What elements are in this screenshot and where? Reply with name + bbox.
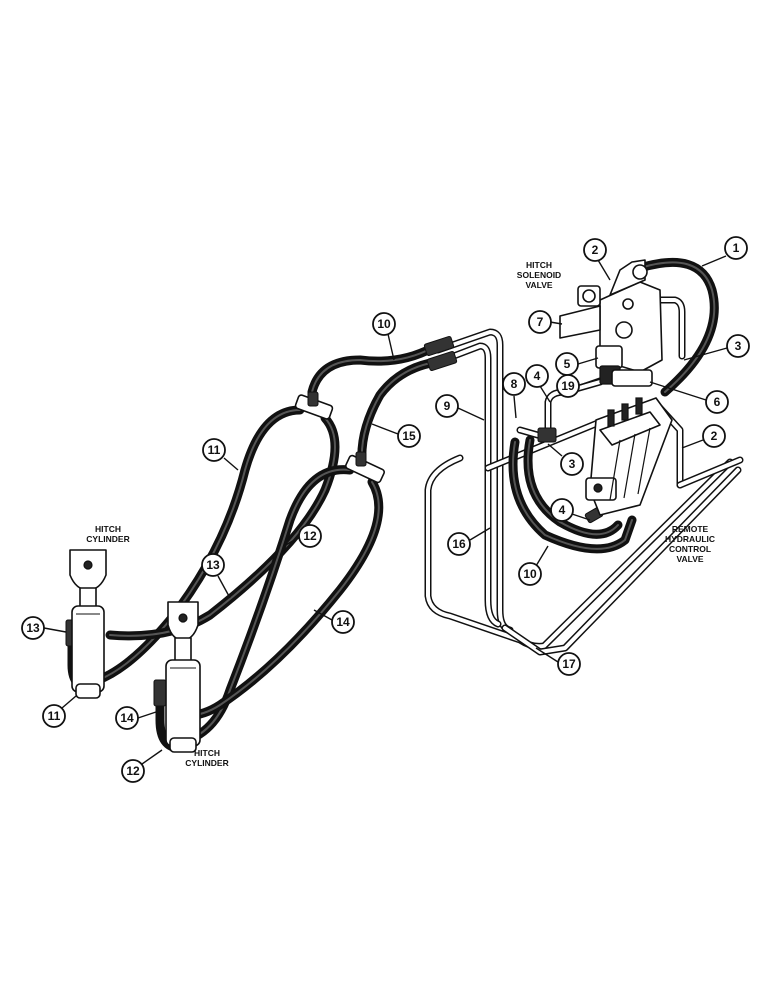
callout-11-lower: 11 bbox=[42, 695, 77, 728]
callout-number: 9 bbox=[444, 399, 451, 413]
callout-number: 10 bbox=[377, 317, 391, 331]
callout-4-upper: 4 bbox=[525, 364, 551, 403]
callout-13-upper: 13 bbox=[201, 553, 231, 599]
callout-1: 1 bbox=[701, 236, 748, 267]
callout-2: 2 bbox=[583, 238, 611, 281]
callout-7: 7 bbox=[528, 310, 563, 334]
label-line: SOLENOID bbox=[517, 270, 561, 280]
callout-5: 5 bbox=[555, 352, 599, 376]
callout-number: 3 bbox=[569, 457, 576, 471]
callout-number: 1 bbox=[733, 241, 740, 255]
label-hitch-solenoid-valve: HITCH SOLENOID VALVE bbox=[517, 260, 561, 290]
callout-11-upper: 11 bbox=[202, 438, 239, 471]
callout-3-lower: 3 bbox=[547, 443, 584, 476]
callout-number: 2 bbox=[592, 243, 599, 257]
callout-14-right: 14 bbox=[313, 609, 355, 634]
label-line: HITCH bbox=[526, 260, 552, 270]
callout-number: 19 bbox=[561, 379, 575, 393]
callout-number: 6 bbox=[714, 395, 721, 409]
callout-number: 12 bbox=[303, 529, 317, 543]
callout-number: 7 bbox=[537, 315, 544, 329]
callout-number: 2 bbox=[711, 429, 718, 443]
callout-8: 8 bbox=[502, 372, 526, 419]
callout-number: 11 bbox=[208, 443, 221, 457]
label-hitch-cylinder-left: HITCH CYLINDER bbox=[86, 524, 129, 544]
callout-19: 19 bbox=[556, 374, 601, 398]
callout-number: 17 bbox=[562, 657, 576, 671]
callout-3: 3 bbox=[683, 334, 750, 361]
label-line: REMOTE bbox=[672, 524, 709, 534]
callout-10-top: 10 bbox=[372, 312, 396, 361]
label-hitch-cylinder-right: HITCH CYLINDER bbox=[185, 748, 228, 768]
callout-6: 6 bbox=[649, 381, 729, 414]
label-line: HYDRAULIC bbox=[665, 534, 715, 544]
hitch-solenoid-valve bbox=[559, 259, 663, 387]
label-line: CYLINDER bbox=[185, 758, 228, 768]
label-line: VALVE bbox=[525, 280, 552, 290]
callout-number: 13 bbox=[26, 621, 40, 635]
remote-hydraulic-control-valve bbox=[585, 397, 673, 516]
callout-2-lower: 2 bbox=[681, 424, 726, 449]
callout-9: 9 bbox=[435, 394, 485, 421]
label-line: CYLINDER bbox=[86, 534, 129, 544]
callout-number: 14 bbox=[336, 615, 350, 629]
callout-18: 10 bbox=[518, 545, 549, 586]
callout-4-lower: 4 bbox=[550, 498, 591, 522]
label-line: VALVE bbox=[676, 554, 703, 564]
left-hitch-cylinder bbox=[69, 549, 107, 699]
callout-12-upper: 12 bbox=[283, 524, 322, 548]
callout-16: 16 bbox=[447, 527, 491, 556]
right-hitch-cylinder bbox=[165, 601, 201, 753]
callout-number: 14 bbox=[120, 711, 134, 725]
callout-17: 17 bbox=[535, 647, 581, 676]
hydraulic-hoses bbox=[67, 257, 719, 753]
callout-number: 15 bbox=[402, 429, 416, 443]
callout-number: 11 bbox=[48, 709, 61, 723]
callout-13-left: 13 bbox=[21, 616, 67, 640]
label-line: HITCH bbox=[95, 524, 121, 534]
rigid-tubes bbox=[424, 296, 744, 656]
callout-15: 15 bbox=[371, 423, 421, 448]
label-remote-control-valve: REMOTE HYDRAULIC CONTROL VALVE bbox=[665, 524, 715, 564]
callout-12-lower: 12 bbox=[121, 749, 163, 783]
callout-14-left: 14 bbox=[115, 706, 157, 730]
callout-number: 4 bbox=[559, 503, 566, 517]
label-line: HITCH bbox=[194, 748, 220, 758]
callout-number: 13 bbox=[206, 558, 220, 572]
callout-number: 16 bbox=[452, 537, 466, 551]
callout-number: 3 bbox=[735, 339, 742, 353]
callout-number: 10 bbox=[523, 567, 537, 581]
label-line: CONTROL bbox=[669, 544, 711, 554]
callout-number: 5 bbox=[564, 357, 571, 371]
callout-number: 12 bbox=[126, 764, 140, 778]
callout-number: 4 bbox=[534, 369, 541, 383]
callout-number: 8 bbox=[511, 377, 518, 391]
